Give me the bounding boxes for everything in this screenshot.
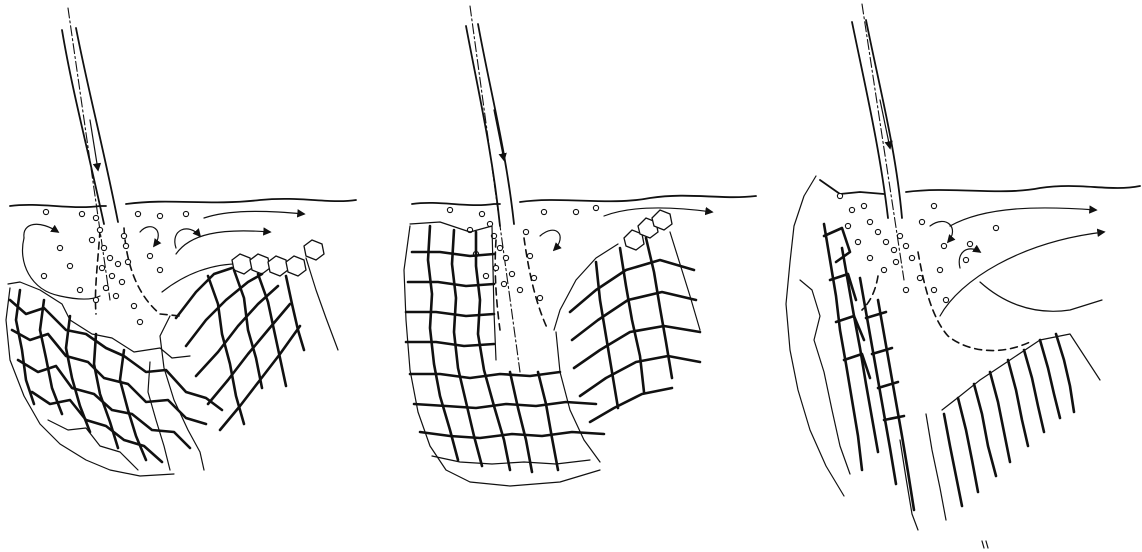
surface-line	[820, 180, 1140, 194]
grain-lattice-right	[554, 210, 700, 462]
beam-lines	[466, 6, 520, 372]
beam-lines	[852, 4, 904, 280]
panel-2	[404, 6, 756, 486]
panel-1	[6, 8, 356, 476]
grain-columns-left	[786, 176, 918, 530]
grain-lattice-left	[6, 282, 222, 476]
panel-3	[786, 4, 1140, 548]
grain-lattice-left	[404, 222, 604, 486]
grain-lattice-right	[160, 240, 338, 470]
kerf-boundary	[95, 228, 180, 316]
surface-line	[10, 199, 356, 207]
surface-line	[412, 196, 756, 205]
flow-arrows	[930, 208, 1104, 316]
grain-columns-right	[926, 334, 1100, 548]
